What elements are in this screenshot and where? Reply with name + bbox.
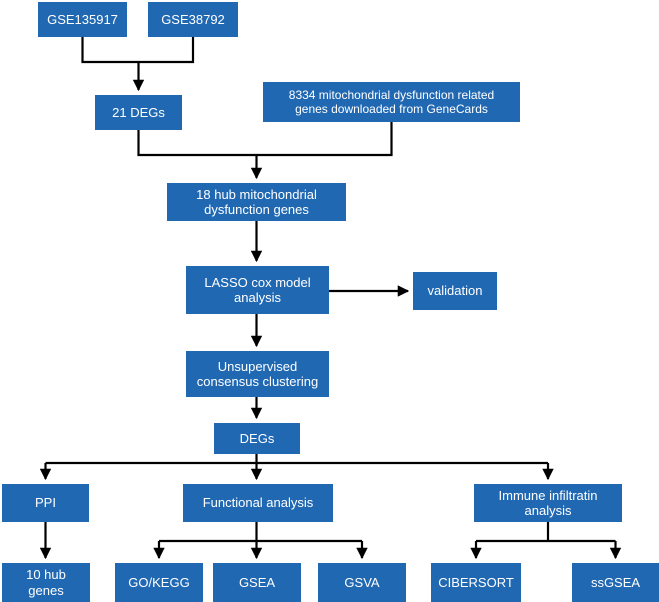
node-functional-analysis[interactable]: Functional analysis xyxy=(183,484,333,522)
node-10-hub-genes[interactable]: 10 hub genes xyxy=(2,563,90,602)
edge-21degs-to-hub18 xyxy=(137,130,257,157)
node-ssgsea[interactable]: ssGSEA xyxy=(572,563,659,602)
node-21-degs[interactable]: 21 DEGs xyxy=(95,95,182,130)
node-validation[interactable]: validation xyxy=(413,272,497,310)
node-genecards-genes[interactable]: 8334 mitochondrial dysfunction related g… xyxy=(263,82,520,122)
node-gsea[interactable]: GSEA xyxy=(213,563,301,602)
node-degs[interactable]: DEGs xyxy=(214,423,300,454)
node-lasso-cox-model-analysis[interactable]: LASSO cox model analysis xyxy=(186,266,329,314)
node-go-kegg[interactable]: GO/KEGG xyxy=(115,563,203,602)
node-ppi[interactable]: PPI xyxy=(2,484,89,522)
edge-genecards-to-hub18 xyxy=(256,122,393,157)
node-cibersort[interactable]: CIBERSORT xyxy=(431,563,521,602)
node-gse38792[interactable]: GSE38792 xyxy=(148,2,238,37)
edge-gse135917-to-21degs xyxy=(81,37,139,64)
node-unsupervised-consensus-clustering[interactable]: Unsupervised consensus clustering xyxy=(186,351,329,397)
node-immune-infiltration-analysis[interactable]: Immune infiltratin analysis xyxy=(474,484,622,522)
node-18-hub-mitochondrial-dysfunction-genes[interactable]: 18 hub mitochondrial dysfunction genes xyxy=(167,183,346,221)
node-gsva[interactable]: GSVA xyxy=(318,563,406,602)
node-gse135917[interactable]: GSE135917 xyxy=(38,2,127,37)
edge-gse38792-to-21degs xyxy=(138,37,195,64)
